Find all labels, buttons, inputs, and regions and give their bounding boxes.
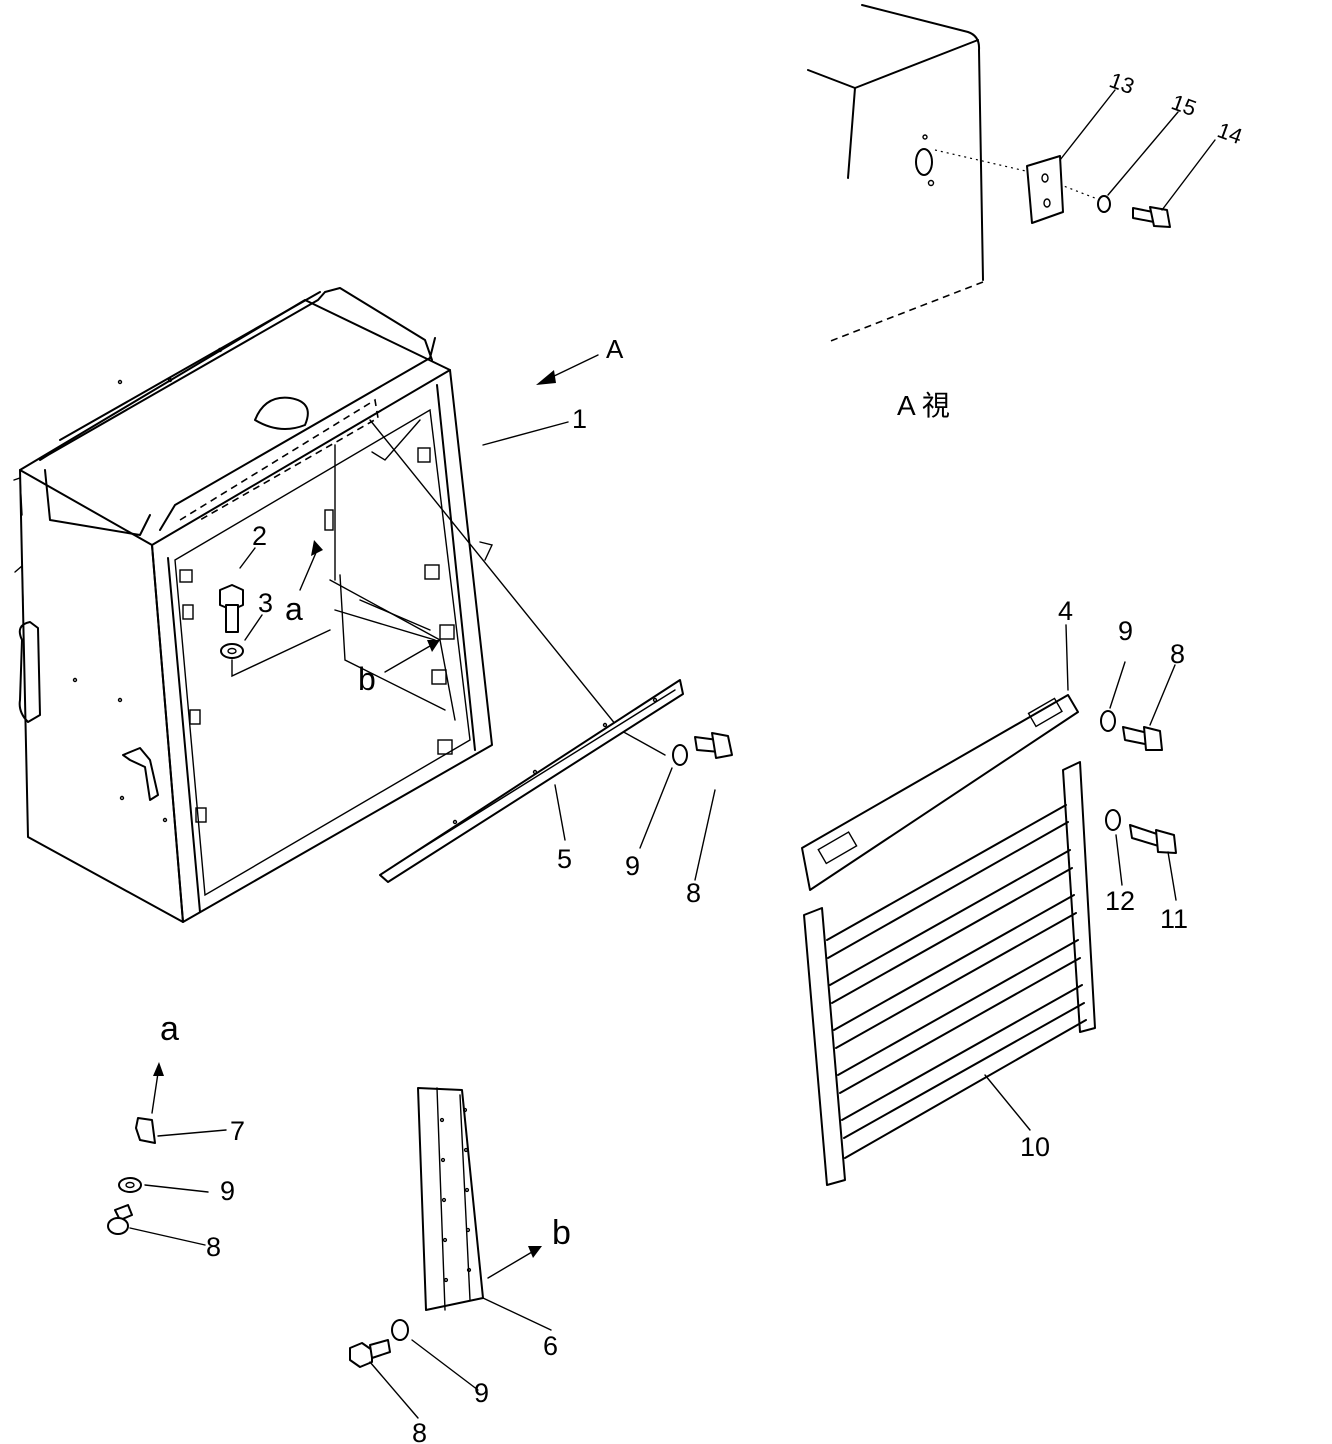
- bolt-14: [1132, 206, 1171, 228]
- callout-14: 14: [1214, 117, 1246, 149]
- callout-5: 5: [557, 844, 572, 874]
- arrow-a-in-frame: [299, 547, 319, 591]
- bar-5: [379, 679, 684, 883]
- detail-ref-b-frame: b: [358, 661, 376, 697]
- washer-9-center: [672, 744, 688, 766]
- washer-15: [1097, 195, 1111, 213]
- callout-7: 7: [230, 1116, 245, 1146]
- detail-ref-a-frame: a: [285, 591, 303, 627]
- leader-lines: [129, 89, 1216, 1419]
- washer-12: [1105, 809, 1121, 831]
- detail-ref-b: b: [552, 1214, 571, 1252]
- post-6: [417, 1087, 484, 1311]
- callout-9-detail-a: 9: [220, 1176, 235, 1206]
- arrow-head-a: [311, 540, 323, 556]
- leader-frame-bolt: [231, 629, 331, 678]
- callout-2: 2: [252, 521, 267, 551]
- callout-8-detail-a: 8: [206, 1232, 221, 1262]
- view-a-detail: [807, 4, 1101, 343]
- callout-9-bottom: 9: [474, 1378, 489, 1408]
- view-arrow-a: [549, 354, 599, 379]
- callout-10: 10: [1020, 1132, 1050, 1162]
- callout-8-bottom: 8: [412, 1418, 427, 1444]
- grille-10: [803, 761, 1096, 1186]
- view-caption: A 視: [897, 390, 950, 421]
- view-arrow-a-head: [536, 370, 556, 385]
- washer-3: [220, 643, 244, 659]
- leader-frame-to-9: [369, 419, 666, 756]
- callout-8-center: 8: [686, 878, 701, 908]
- bolt-8-bottom: [349, 1339, 391, 1368]
- bracket-7: [135, 1117, 156, 1144]
- bolt-2: [219, 584, 244, 633]
- plate-4: [801, 694, 1079, 891]
- callout-11: 11: [1160, 904, 1188, 934]
- callout-6: 6: [543, 1331, 558, 1361]
- frame-assembly-1: [13, 287, 493, 923]
- callout-15: 15: [1168, 89, 1200, 121]
- arrow-b-in-frame: [384, 645, 431, 673]
- washer-9-bottom: [391, 1319, 409, 1341]
- callout-4: 4: [1058, 596, 1073, 626]
- callout-3: 3: [258, 588, 273, 618]
- washer-9-detail-a: [118, 1177, 142, 1193]
- washer-9-right: [1100, 710, 1116, 732]
- bolt-8-right: [1122, 726, 1163, 751]
- callout-12: 12: [1105, 886, 1135, 916]
- detail-a-arrow-head: [153, 1062, 164, 1076]
- plate-13: [1026, 155, 1064, 224]
- callout-1: 1: [572, 404, 587, 434]
- callout-labels: 1 2 3 4 5 6 7 8 8 8 8 9 9 9 9 10 11 12 1…: [160, 67, 1246, 1444]
- detail-ref-a: a: [160, 1010, 179, 1048]
- detail-b-arrow: [487, 1251, 533, 1279]
- callout-8-right: 8: [1170, 639, 1185, 669]
- callout-9-center: 9: [625, 851, 640, 881]
- bolt-8-center: [694, 732, 733, 759]
- bolt-8-detail-a: [107, 1204, 133, 1235]
- detail-b-arrow-head: [528, 1246, 542, 1258]
- bolt-11: [1129, 824, 1177, 854]
- callout-9-right: 9: [1118, 616, 1133, 646]
- view-arrow-label: A: [606, 334, 624, 364]
- arrow-head-b: [427, 640, 440, 652]
- detail-a-arrow: [151, 1072, 159, 1114]
